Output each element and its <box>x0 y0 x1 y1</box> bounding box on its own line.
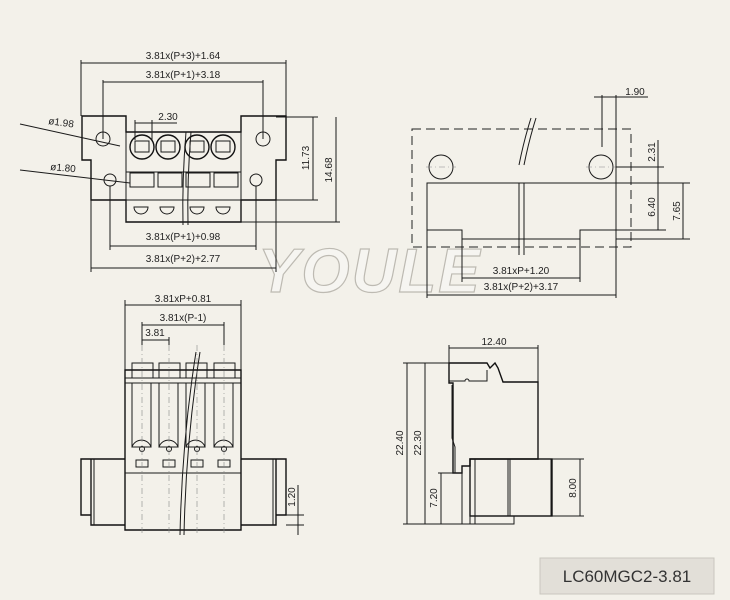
dim-hole-dia-top: ø1.98 <box>48 116 75 131</box>
dim-pitch-detail: 2.30 <box>158 112 178 123</box>
part-label-box <box>539 557 715 595</box>
part-label: LC60MGC2-3.81 <box>563 567 692 586</box>
dim-slot-width: 3.81xP+1.20 <box>493 266 550 277</box>
dim-offset-y: 2.31 <box>647 142 658 162</box>
dim-total-height: 22.40 <box>395 430 406 455</box>
side-view: 12.40 22.40 22.30 7.20 8.00 <box>395 337 584 525</box>
dim-body-width: 3.81xP+0.81 <box>155 294 212 305</box>
dim-depth: 12.40 <box>481 337 506 348</box>
dim-pitch: 3.81 <box>145 328 165 339</box>
side-top-view: 1.90 2.31 6.40 7.65 3.81xP+1.20 3.81x(P+… <box>411 87 690 298</box>
dim-height-outer: 14.68 <box>324 157 335 182</box>
watermark: YOULE <box>258 237 482 306</box>
dim-hole-dia-bottom: ø1.80 <box>50 162 77 175</box>
dim-height-a: 6.40 <box>647 197 658 217</box>
dim-offset-x: 1.90 <box>625 87 645 98</box>
dim-overall-width: 3.81x(P+3)+1.64 <box>146 51 221 62</box>
mounting-hole <box>249 173 263 187</box>
dim-pin-span: 3.81x(P-1) <box>160 313 207 324</box>
front-view: 3.81xP+0.81 3.81x(P-1) 3.81 1.20 <box>80 294 304 536</box>
dim-body-height: 22.30 <box>413 430 424 455</box>
dim-height-inner: 11.73 <box>301 145 312 170</box>
dim-base-width-side: 3.81x(P+2)+3.17 <box>484 282 559 293</box>
dim-hole-span-bottom: 3.81x(P+1)+0.98 <box>146 232 221 243</box>
dim-hole-span-top: 3.81x(P+1)+3.18 <box>146 70 221 81</box>
dim-flange-thickness: 1.20 <box>287 487 298 507</box>
terminal-screws <box>129 134 236 160</box>
dim-base-width: 3.81x(P+2)+2.77 <box>146 254 221 265</box>
dim-flange-depth: 8.00 <box>568 478 579 498</box>
dim-flange-height: 7.20 <box>429 488 440 508</box>
dim-height-b: 7.65 <box>672 201 683 221</box>
top-view: 3.81x(P+3)+1.64 3.81x(P+1)+3.18 2.30 ø1.… <box>19 51 340 272</box>
